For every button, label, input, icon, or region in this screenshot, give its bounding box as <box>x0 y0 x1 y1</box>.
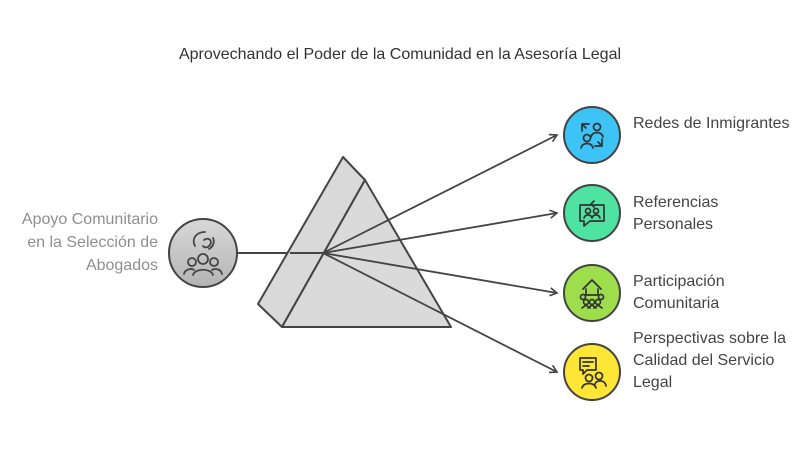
source-label: Apoyo Comunitario en la Selección de Abo… <box>21 211 158 274</box>
output-label-3: Participación Comunitaria <box>633 273 725 312</box>
output-ray-1 <box>322 133 559 254</box>
source-node <box>168 218 238 288</box>
output-label-4: Perspectivas sobre la Calidad del Servic… <box>633 330 786 391</box>
output-node-2 <box>563 184 621 242</box>
output-ray-4 <box>322 252 559 374</box>
output-ray-3 <box>322 252 559 297</box>
output-label-2: Referencias Personales <box>633 194 719 233</box>
output-node-1 <box>563 106 621 164</box>
exchange-people-icon <box>580 122 604 149</box>
diagram-title: Aprovechando el Poder de la Comunidad en… <box>178 46 622 63</box>
output-ray-2 <box>322 209 559 254</box>
community-gathering-icon <box>579 279 605 309</box>
community-support-icon <box>183 231 223 276</box>
output-node-3 <box>563 264 621 322</box>
feedback-person-icon <box>579 357 607 389</box>
chat-people-icon <box>579 200 605 227</box>
output-node-4 <box>563 343 621 401</box>
output-label-1: Redes de Inmigrantes <box>633 115 790 132</box>
